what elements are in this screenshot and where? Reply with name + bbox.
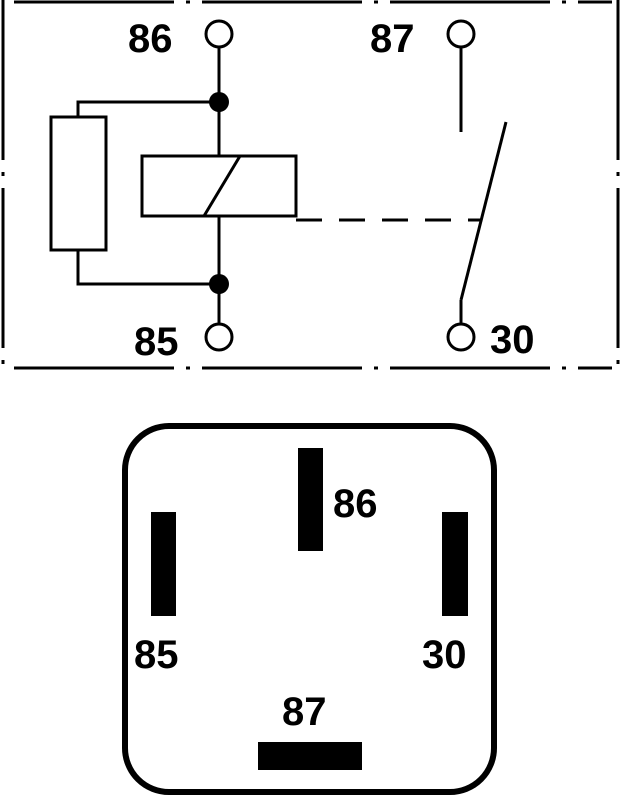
terminal-30-circle	[446, 322, 476, 352]
label-87: 87	[370, 17, 415, 61]
junction-dot-top	[209, 92, 229, 112]
resistor	[49, 115, 108, 252]
pin-label-87: 87	[282, 690, 327, 734]
dash-dot-border	[1, 0, 620, 370]
terminal-85-circle	[204, 322, 234, 352]
switch-blade	[459, 121, 508, 301]
pin-85	[151, 512, 176, 616]
schematic	[1, 0, 620, 370]
pin-86	[298, 448, 323, 551]
pin-30	[442, 512, 468, 616]
relay-coil	[140, 154, 298, 218]
pin-label-85: 85	[134, 633, 179, 677]
pin-label-86: 86	[333, 482, 378, 526]
label-85: 85	[134, 320, 179, 364]
resistor-wire-top	[76, 100, 219, 117]
terminal-87-circle	[446, 19, 476, 49]
label-30: 30	[490, 318, 535, 362]
pin-label-30: 30	[422, 633, 467, 677]
label-86: 86	[128, 17, 173, 61]
relay-housing	[122, 423, 497, 795]
terminal-86-circle	[204, 19, 234, 49]
resistor-wire-bottom	[76, 250, 219, 286]
pinout: 86 85 30 87	[122, 423, 497, 795]
pin-87	[258, 742, 362, 770]
junction-dot-bottom	[209, 274, 229, 294]
coil-diagonal	[202, 155, 242, 217]
